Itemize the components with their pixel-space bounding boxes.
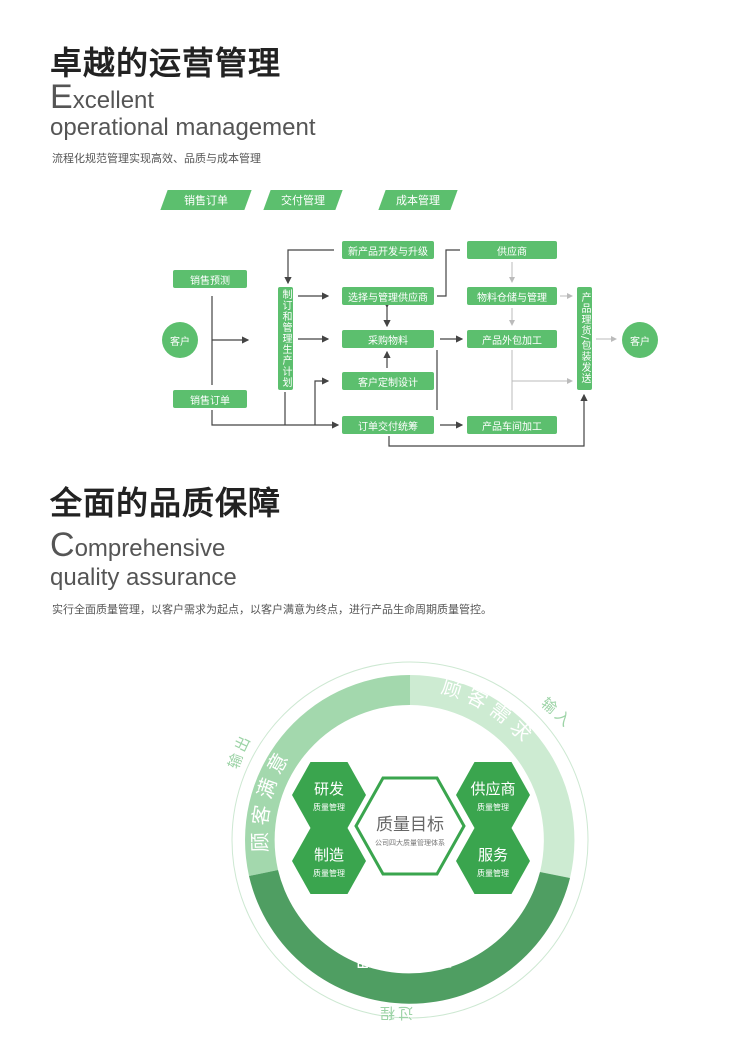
center-hexagon xyxy=(354,776,466,876)
flow-connectors xyxy=(211,249,617,447)
customer-left-node: 客户 xyxy=(162,322,198,358)
production-plan-box: 制订和管理生产计划 xyxy=(278,287,293,390)
ring-left-segment xyxy=(245,675,410,876)
order-delivery-box: 订单交付统筹 xyxy=(342,416,434,434)
hex-title: 供应商 xyxy=(470,779,516,798)
section1-title: 卓越的运营管理 xyxy=(50,44,282,82)
sales-order-box: 销售订单 xyxy=(173,390,247,408)
section2-subtitle: 实行全面质量管理，以客户需求为起点，以客户满意为终点，进行产品生命周期质量管控。 xyxy=(52,603,492,616)
warehouse-box: 物料仓储与管理 xyxy=(467,287,557,305)
ring-bottom-label: 质量管理 xyxy=(350,947,454,971)
input-label: 输入 xyxy=(538,694,574,732)
hex-sub: 质量管理 xyxy=(313,802,345,812)
svg-text:顾客满意: 顾客满意 xyxy=(248,744,296,853)
en-rest: omprehensive xyxy=(74,535,226,562)
section2-title: 全面的品质保障 xyxy=(50,484,282,522)
ring-right-segment xyxy=(410,675,575,878)
packing-box: 产品理货/包装发送 xyxy=(577,287,592,390)
hex-sub: 质量管理 xyxy=(477,868,509,878)
customer-right-node: 客户 xyxy=(622,322,658,358)
hex-title: 研发 xyxy=(313,779,344,798)
svg-text:输入: 输入 xyxy=(538,694,577,732)
hex-title: 服务 xyxy=(477,845,508,864)
sales-forecast-box: 销售预测 xyxy=(173,270,247,288)
center-title: 质量目标 xyxy=(376,815,444,835)
ring-bottom-segment xyxy=(249,870,570,1004)
svg-text:输出: 输出 xyxy=(225,731,256,772)
output-label: 输出 xyxy=(225,731,253,772)
section2-en-line2: quality assurance xyxy=(50,564,237,591)
new-product-box: 新产品开发与升级 xyxy=(342,241,434,259)
hex-manufacturing: 制造质量管理 xyxy=(292,828,366,894)
process-label: 过程 xyxy=(377,1004,413,1022)
ring-left-label: 顾客满意 xyxy=(248,744,290,853)
en-initial: C xyxy=(50,526,75,564)
en-rest: xcellent xyxy=(72,87,155,114)
en-initial: E xyxy=(50,78,73,116)
section2-en-line1: Comprehensive xyxy=(50,526,225,565)
center-subtitle: 公司四大质量管理体系 xyxy=(375,838,445,847)
section1-en-line2: operational management xyxy=(50,114,316,141)
custom-design-box: 客户定制设计 xyxy=(342,372,434,390)
hex-rnd: 研发质量管理 xyxy=(292,762,366,828)
svg-text:过程: 过程 xyxy=(377,1004,413,1022)
hex-sub: 质量管理 xyxy=(477,802,509,812)
purchase-box: 采购物料 xyxy=(342,330,434,348)
select-supplier-box: 选择与管理供应商 xyxy=(342,287,434,305)
outsourcing-box: 产品外包加工 xyxy=(467,330,557,348)
section1-en-line1: Excellent xyxy=(50,78,154,117)
svg-text:质量管理: 质量管理 xyxy=(350,947,454,971)
supplier-box: 供应商 xyxy=(467,241,557,259)
hex-title: 制造 xyxy=(313,845,344,864)
workshop-box: 产品车间加工 xyxy=(467,416,557,434)
hex-sub: 质量管理 xyxy=(313,868,345,878)
section1-subtitle: 流程化规范管理实现高效、品质与成本管理 xyxy=(52,152,261,165)
outer-thin-circle xyxy=(231,661,589,1019)
